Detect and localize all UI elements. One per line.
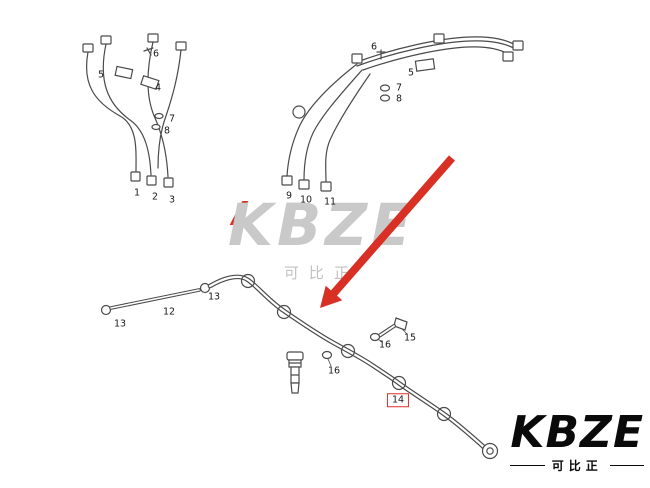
part-label-7: 7 [395, 82, 403, 94]
brand-logo: KBZE 可比正 [510, 407, 644, 474]
part-label-10: 10 [299, 194, 313, 206]
part-label-8: 8 [163, 125, 171, 137]
part-label-6: 6 [152, 48, 160, 60]
part-label-9: 9 [285, 190, 293, 202]
assembly-injection-pipes-left [82, 33, 187, 188]
bolt-part [377, 317, 408, 338]
part-label-15: 15 [403, 332, 417, 344]
part-label-13: 13 [113, 318, 127, 330]
part-label-3: 3 [168, 194, 176, 206]
line-art [82, 33, 524, 460]
injector-part [286, 351, 304, 394]
part-label-4: 4 [154, 82, 162, 94]
part-label-2: 2 [151, 191, 159, 203]
part-label-5: 5 [407, 67, 415, 79]
assembly-injection-pipes-right [281, 33, 524, 192]
part-label-12: 12 [162, 306, 176, 318]
part-label-7: 7 [168, 113, 176, 125]
part-label-5: 5 [97, 69, 105, 81]
watermark: KBZE 可比正 [228, 196, 415, 283]
assembly-leakoff-pipe [100, 273, 499, 460]
part-label-8: 8 [395, 93, 403, 105]
part-label-1: 1 [133, 187, 141, 199]
brand-logo-subtext-label: 可比正 [551, 459, 603, 473]
part-label-11: 11 [323, 196, 337, 208]
part-label-6: 6 [370, 41, 378, 53]
highlight-arrow [320, 155, 455, 308]
part-label-14: 14 [386, 393, 410, 407]
brand-logo-text: KBZE [510, 407, 644, 459]
part-label-13: 13 [207, 291, 221, 303]
part-label-16: 16 [327, 365, 341, 377]
brand-logo-subtext: 可比正 [510, 457, 644, 474]
watermark-subtext: 可比正 [283, 264, 359, 282]
part-label-16: 16 [378, 339, 392, 351]
